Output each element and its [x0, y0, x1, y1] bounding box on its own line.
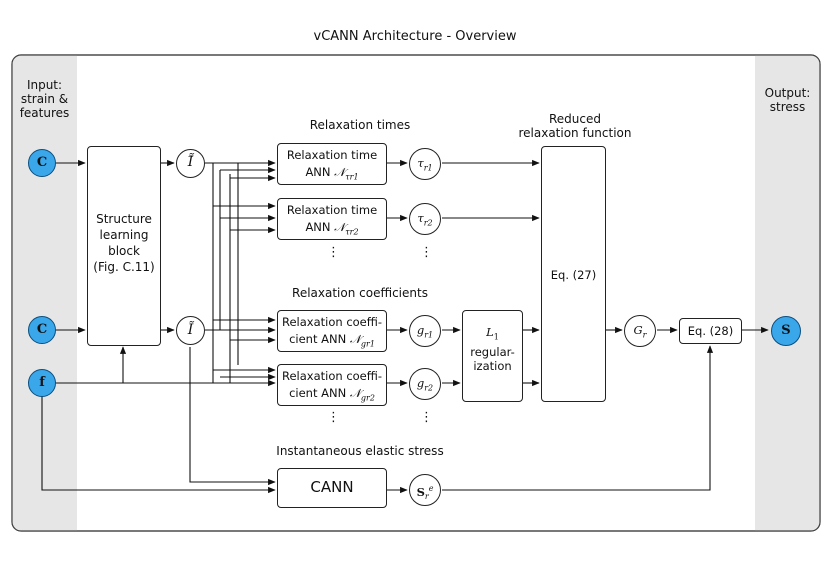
tau-node-1: τr1: [409, 148, 441, 180]
tau-ann-2-ann: ANN: [305, 220, 331, 234]
g-node-1: gr1: [409, 315, 441, 347]
label-relaxation-times: Relaxation times: [309, 118, 411, 132]
g-node-1-sym: g: [416, 323, 425, 337]
input-label: Input: strain & features: [19, 78, 70, 120]
diagram-title: vCANN Architecture - Overview: [313, 29, 517, 44]
g-ann-1-line2: cient ANN 𝒩gr1: [278, 332, 386, 351]
g-ann-2-ann: cient ANN: [289, 386, 347, 400]
se-sup: e: [428, 484, 434, 493]
dots-g-nodes: ⋮: [420, 410, 433, 425]
tau-node-2-sub: r2: [423, 218, 433, 228]
g-ann-2-net-sub: gr2: [360, 393, 375, 403]
eq28-label: Eq. (28): [687, 324, 734, 338]
g-ann-2-label: Relaxation coeffi-: [281, 369, 383, 383]
input-node-c1: C: [28, 149, 56, 177]
output-s-symbol: S: [781, 323, 791, 338]
eq27-box: Eq. (27): [541, 146, 606, 402]
g-ann-1-net: 𝒩: [349, 332, 361, 346]
g-ann-box-1: Relaxation coeffi- cient ANN 𝒩gr1: [277, 310, 387, 352]
tau-ann-box-1: Relaxation time ANN 𝒩τr1: [277, 143, 387, 185]
tau-ann-box-2: Relaxation time ANN 𝒩τr2: [277, 198, 387, 240]
g-ann-1-label: Relaxation coeffi-: [281, 315, 383, 329]
edge-se-eq28: [442, 345, 714, 491]
g-ann-box-2: Relaxation coeffi- cient ANN 𝒩gr2: [277, 364, 387, 406]
dots-g-boxes: ⋮: [327, 410, 340, 425]
label-relaxation-coefficients: Relaxation coefficients: [292, 286, 428, 300]
se-node: Sre: [409, 474, 441, 506]
input-f-symbol: f: [39, 375, 45, 390]
cann-box: CANN: [277, 468, 387, 508]
input-c1-symbol: C: [36, 155, 48, 170]
structure-learning-label: Structure learning block (Fig. C.11): [93, 212, 155, 274]
tau-ann-2-line2: ANN 𝒩τr2: [278, 220, 386, 239]
gr-sub: r: [642, 330, 647, 340]
gr-sym: G: [633, 323, 643, 337]
dots-tau-boxes: ⋮: [327, 245, 340, 260]
output-column: [755, 55, 820, 531]
se-sub: r: [424, 492, 429, 502]
tau-ann-2-net: 𝒩: [334, 220, 346, 234]
label-instantaneous-elastic: Instantaneous elastic stress: [276, 444, 444, 458]
output-label: Output: stress: [764, 86, 811, 114]
edge-f-cann: [41, 396, 276, 494]
l1-sub: 1: [493, 332, 499, 342]
dots-tau-nodes: ⋮: [420, 245, 433, 260]
tau-ann-1-label: Relaxation time: [286, 148, 378, 162]
edge-inv2-cann: [189, 347, 276, 486]
tau-ann-1-net: 𝒩: [334, 165, 346, 179]
invariant-node-top: Ĩ̃: [176, 149, 205, 178]
l1-regularization-box: L1 regular- ization: [462, 310, 523, 402]
input-c2-symbol: C: [36, 322, 48, 337]
input-node-f: f: [28, 369, 56, 397]
tau-ann-2-net-sub: τr2: [345, 227, 359, 237]
tau-node-2: τr2: [409, 203, 441, 235]
invariant-bottom-symbol: Ĩ: [187, 322, 194, 338]
l1-sym: L: [486, 325, 494, 339]
tau-node-2-sym: τ: [417, 211, 424, 225]
l1-text: regular- ization: [470, 345, 515, 373]
eq27-label: Eq. (27): [550, 268, 597, 282]
output-node-s: S: [771, 316, 801, 346]
g-ann-1-net-sub: gr1: [360, 339, 375, 349]
g-node-2-sub: r2: [424, 383, 434, 393]
g-node-1-sub: r1: [424, 330, 434, 340]
gr-node: Gr: [624, 315, 656, 347]
se-sym: S: [416, 484, 425, 499]
label-reduced-relaxation: Reduced relaxation function: [518, 112, 632, 140]
cann-label: CANN: [310, 478, 354, 496]
g-ann-1-ann: cient ANN: [289, 332, 347, 346]
tau-ann-1-ann: ANN: [305, 165, 331, 179]
g-node-2-sym: g: [416, 376, 425, 390]
tau-ann-1-net-sub: τr1: [345, 172, 359, 182]
g-node-2: gr2: [409, 368, 441, 400]
invariant-node-bottom: Ĩ: [176, 316, 205, 345]
g-ann-2-net: 𝒩: [349, 386, 361, 400]
g-ann-2-line2: cient ANN 𝒩gr2: [278, 386, 386, 405]
structure-learning-block: Structure learning block (Fig. C.11): [87, 146, 161, 346]
input-column: [12, 55, 77, 531]
tau-ann-2-label: Relaxation time: [286, 203, 378, 217]
tau-node-1-sym: τ: [417, 156, 424, 170]
eq28-box: Eq. (28): [679, 318, 742, 344]
invariant-top-symbol: Ĩ̃: [187, 154, 194, 170]
tau-node-1-sub: r1: [423, 163, 433, 173]
tau-ann-1-line2: ANN 𝒩τr1: [278, 165, 386, 184]
input-node-c2: C: [28, 316, 56, 344]
